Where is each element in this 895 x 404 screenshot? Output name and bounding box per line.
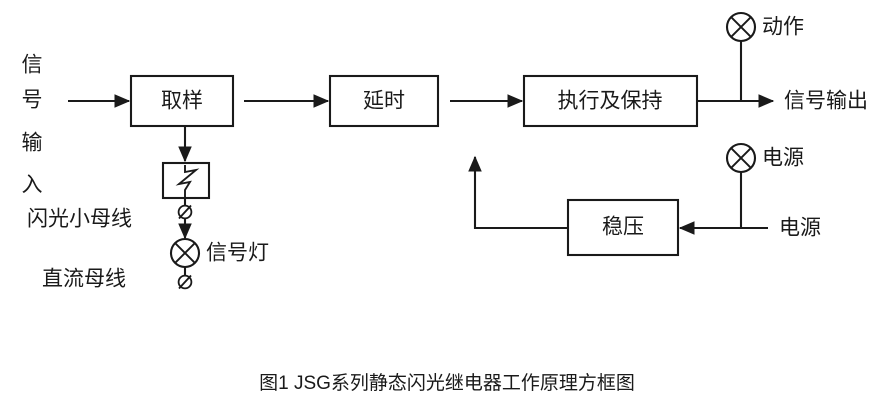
terminal-bottom-slash xyxy=(178,274,192,290)
contact-box-rect xyxy=(161,161,211,200)
contact-relay-box xyxy=(161,161,211,200)
label-signal-output: 信号输出 xyxy=(784,90,868,113)
block-execute-hold: 执行及保持 xyxy=(522,74,699,128)
lamp-power: 电源 xyxy=(725,142,804,228)
block-delay-rect xyxy=(328,74,440,128)
block-sampling-rect xyxy=(129,74,235,128)
label-dc-busbar: 直流母线 xyxy=(42,268,126,291)
contact-open-glyph xyxy=(175,165,200,198)
block-voltage-regulator: 稳压 xyxy=(566,198,680,257)
lamp-signal: 信号灯 xyxy=(169,237,269,269)
wire-regulator-feedback xyxy=(468,155,568,230)
block-execute-hold-rect xyxy=(522,74,699,128)
terminal-dc-busbar xyxy=(177,274,193,290)
label-signal-input: 信 号 输 入 xyxy=(22,54,43,197)
label-power-lamp: 电源 xyxy=(762,147,804,170)
signal-input-char-1: 号 xyxy=(22,89,43,112)
block-delay: 延时 xyxy=(328,74,440,128)
signal-input-char-2: 输 xyxy=(22,132,43,155)
terminal-flash-busbar xyxy=(177,204,193,220)
lamp-action: 动作 xyxy=(725,11,804,101)
figure-caption: 图1 JSG系列静态闪光继电器工作原理方框图 xyxy=(259,372,635,394)
block-sampling-label: 取样 xyxy=(161,90,203,113)
block-delay-label: 延时 xyxy=(363,90,405,113)
action-lamp-cross-2 xyxy=(730,16,752,38)
signal-lamp-cross-2 xyxy=(174,242,196,264)
label-action-lamp: 动作 xyxy=(762,16,804,39)
block-sampling: 取样 xyxy=(129,74,235,128)
label-power-source: 电源 xyxy=(779,217,821,240)
power-lamp-cross-2 xyxy=(730,147,752,169)
block-voltage-regulator-rect xyxy=(566,198,680,257)
label-signal-lamp: 信号灯 xyxy=(206,242,269,265)
terminal-top-slash xyxy=(178,204,192,220)
block-voltage-regulator-label: 稳压 xyxy=(602,216,644,239)
label-flash-busbar: 闪光小母线 xyxy=(27,208,132,231)
signal-input-char-0: 信 xyxy=(22,54,43,77)
signal-input-char-3: 入 xyxy=(22,174,43,197)
block-execute-hold-label: 执行及保持 xyxy=(558,90,663,113)
